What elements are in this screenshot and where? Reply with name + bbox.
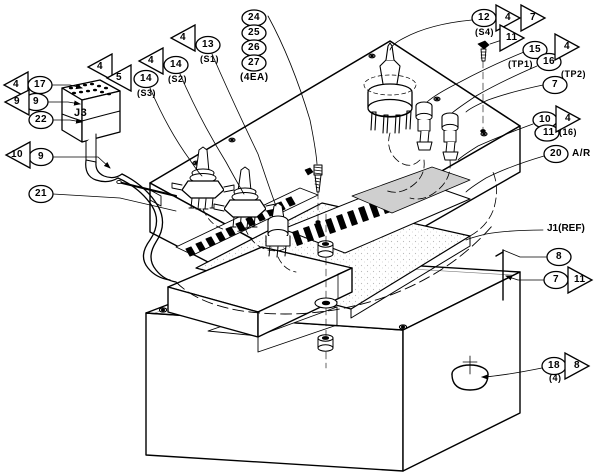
transformer-block (167, 246, 353, 338)
rotary-switch-s4 (363, 42, 417, 134)
toggle-switch-s2 (213, 166, 277, 229)
test-point-tp2 (441, 112, 459, 161)
harness-cable (117, 173, 177, 283)
j3-connector (61, 79, 123, 183)
test-point-tp1 (415, 101, 433, 151)
circuit-board-assembly (195, 166, 471, 319)
toggle-switch-s1 (265, 202, 291, 258)
shaft-rod (116, 179, 177, 197)
toggle-switch-s3 (171, 146, 235, 210)
rubber-foot (451, 355, 489, 391)
screw-fastener-left-edge (304, 167, 314, 176)
screw-fastener-right (477, 40, 490, 133)
hardware-stack (314, 213, 338, 369)
screw-fastener-center (313, 164, 323, 224)
